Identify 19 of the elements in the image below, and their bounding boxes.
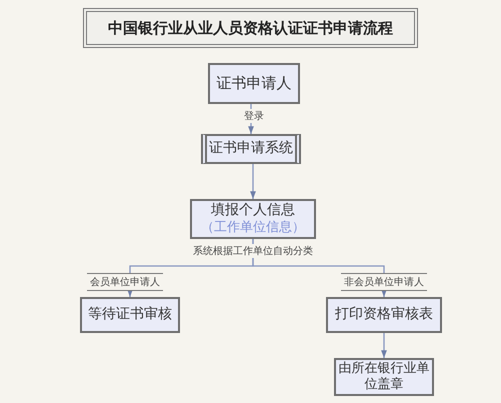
step-text: 证书申请人 [216, 74, 292, 93]
arrow [381, 333, 387, 358]
arrow [250, 164, 256, 199]
step-text: 由所在银行业单位盖章 [338, 360, 430, 394]
process-box [190, 199, 316, 239]
process-box [80, 297, 180, 333]
edge-label: 会员单位申请人 [87, 273, 163, 291]
process-box [208, 63, 300, 104]
process-box [326, 297, 442, 333]
edge-label: 非会员单位申请人 [341, 273, 427, 291]
step-text: 打印资格审核表 [335, 306, 433, 324]
step-subtext: （工作单位信息） [201, 220, 305, 236]
step-text: 等待证书审核 [88, 306, 172, 324]
step-text: 证书申请系统 [209, 140, 293, 158]
title-banner: 中国银行业从业人员资格认证证书申请流程 [83, 8, 418, 48]
process-box [201, 134, 301, 164]
step-text: 填报个人信息 [211, 202, 295, 220]
edge-label: 登录 [242, 109, 266, 123]
note-text: 系统根据工作单位自动分类 [191, 244, 315, 258]
